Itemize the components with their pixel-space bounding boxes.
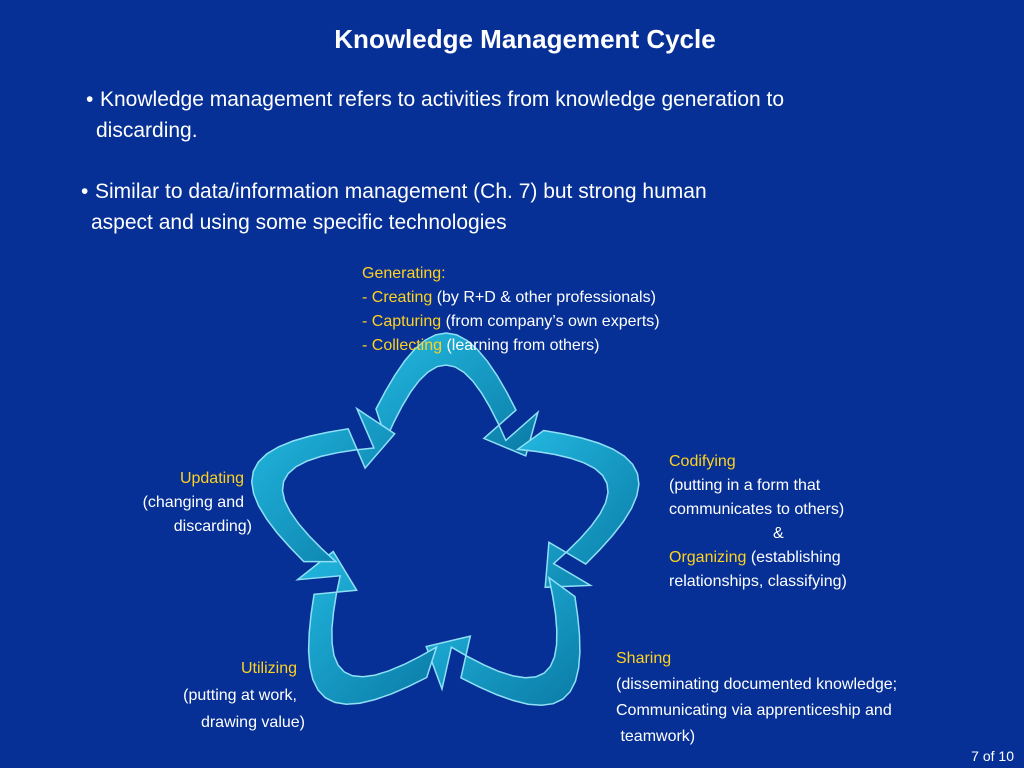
generating-term: - Capturing	[362, 313, 442, 330]
arrow-updating-to-generating	[250, 406, 396, 563]
organizing-line: Organizing (establishing	[669, 546, 847, 570]
bullet-2-line1: Similar to data/information management (…	[95, 180, 707, 203]
arrow-utilizing-to-updating	[295, 550, 438, 705]
stage-utilizing: Utilizing (putting at work, drawing valu…	[130, 655, 305, 736]
generating-term: - Collecting	[362, 337, 443, 354]
generating-desc: (by R+D & other professionals)	[432, 289, 656, 306]
cycle-arrows	[250, 332, 640, 707]
codifying-line1: (putting in a form that	[669, 477, 821, 494]
stage-sharing: Sharing (disseminating documented knowle…	[616, 646, 897, 750]
generating-desc: (learning from others)	[442, 337, 600, 354]
generating-heading: Generating:	[362, 265, 446, 282]
organizing-desc: (establishing	[746, 549, 841, 566]
bullet-2: • Similar to data/information management …	[81, 176, 941, 238]
generating-item-capturing: - Capturing (from company’s own experts)	[362, 310, 660, 334]
arrow-codifying-to-sharing	[515, 429, 640, 589]
page-indicator: 7 of 10	[971, 748, 1014, 764]
bullet-marker: •	[81, 180, 89, 203]
utilizing-heading: Utilizing	[240, 660, 297, 677]
sharing-line3: teamwork)	[616, 728, 696, 745]
codifying-line4: relationships, classifying)	[669, 573, 847, 590]
sharing-line2: Communicating via apprenticeship and	[616, 702, 892, 719]
sharing-heading: Sharing	[616, 650, 672, 667]
generating-item-creating: - Creating (by R+D & other professionals…	[362, 286, 660, 310]
updating-line1: (changing and	[142, 494, 244, 511]
bullet-1-line2: discarding.	[96, 119, 198, 142]
utilizing-line2: drawing value)	[200, 714, 305, 731]
generating-desc: (from company’s own experts)	[441, 313, 660, 330]
organizing-term: Organizing	[669, 549, 747, 566]
bullet-2-line2: aspect and using some specific technolog…	[91, 211, 507, 234]
arrow-sharing-to-utilizing	[425, 575, 581, 707]
stage-codifying: Codifying (putting in a form that commun…	[669, 450, 847, 594]
stage-updating: Updating (changing and discarding)	[100, 467, 252, 539]
generating-item-collecting: - Collecting (learning from others)	[362, 334, 660, 358]
codifying-ampersand: &	[773, 525, 784, 542]
slide-title: Knowledge Management Cycle	[334, 24, 716, 54]
codifying-heading: Codifying	[669, 453, 736, 470]
generating-term: - Creating	[362, 289, 433, 306]
utilizing-line1: (putting at work,	[183, 687, 297, 704]
bullet-1-line1: Knowledge management refers to activitie…	[100, 88, 785, 111]
arrow-generating-to-codifying	[375, 332, 540, 457]
updating-heading: Updating	[179, 470, 244, 487]
updating-line2: discarding)	[173, 518, 252, 535]
codifying-line2: communicates to others)	[669, 501, 845, 518]
bullet-1: • Knowledge management refers to activiti…	[86, 84, 986, 146]
bullet-marker: •	[86, 88, 94, 111]
sharing-line1: (disseminating documented knowledge;	[616, 676, 898, 693]
stage-generating: Generating: - Creating (by R+D & other p…	[362, 262, 660, 358]
